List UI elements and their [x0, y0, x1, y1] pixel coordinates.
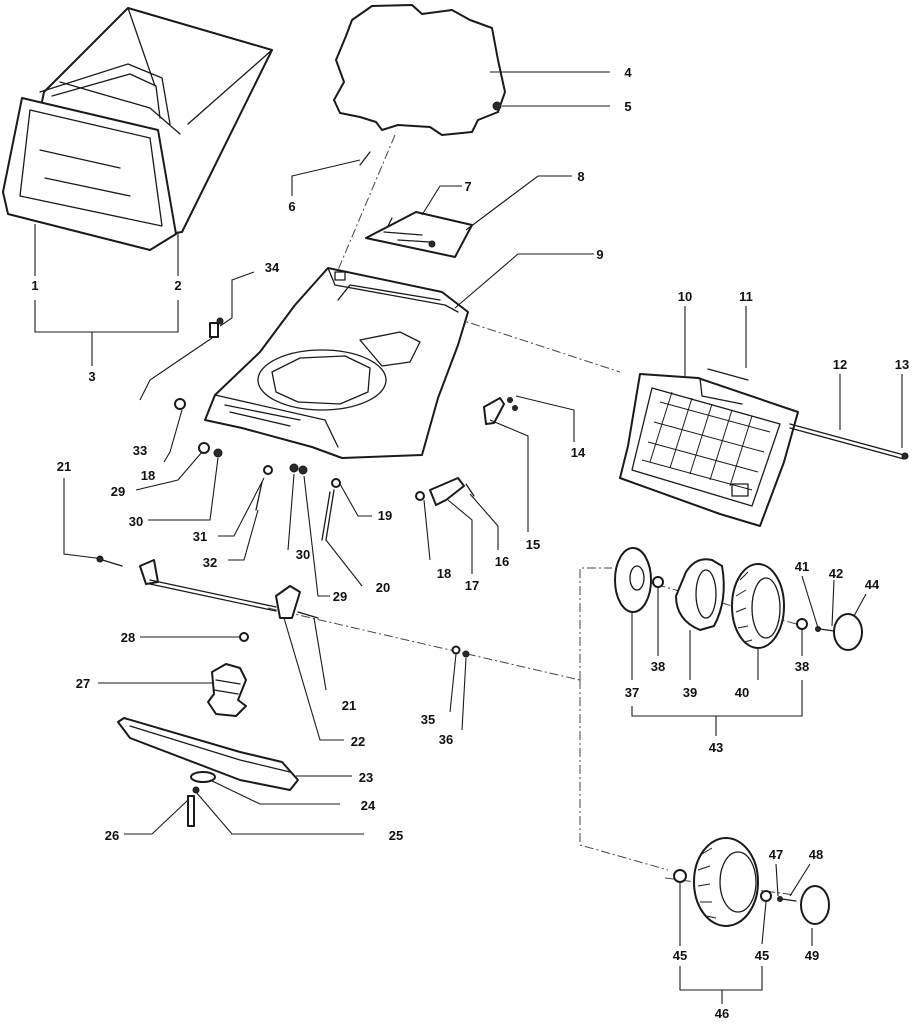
callout-6: 6 — [288, 199, 295, 214]
callout-9: 9 — [596, 247, 603, 262]
callout-41: 41 — [795, 559, 809, 574]
callout-40: 40 — [735, 685, 749, 700]
callout-45b: 45 — [755, 948, 769, 963]
callout-27: 27 — [76, 676, 90, 691]
callout-49: 49 — [805, 948, 819, 963]
callout-19: 19 — [378, 508, 392, 523]
callout-26: 26 — [105, 828, 119, 843]
callout-45a: 45 — [673, 948, 687, 963]
callout-5: 5 — [624, 99, 631, 114]
callout-21a: 21 — [57, 459, 71, 474]
callout-11: 11 — [739, 289, 753, 304]
callout-44: 44 — [865, 577, 880, 592]
callout-46: 46 — [715, 1006, 729, 1021]
callout-36: 36 — [439, 732, 453, 747]
callout-37: 37 — [625, 685, 639, 700]
bag-frame — [2, 63, 177, 251]
rear-flap — [619, 368, 909, 527]
callout-28: 28 — [121, 630, 135, 645]
callout-18a: 18 — [437, 566, 451, 581]
front-wheel — [614, 547, 863, 651]
callout-1: 1 — [31, 278, 38, 293]
callout-30b: 30 — [296, 547, 310, 562]
callout-22: 22 — [351, 734, 365, 749]
callout-23: 23 — [359, 770, 373, 785]
engine — [333, 4, 506, 136]
callout-8: 8 — [577, 169, 584, 184]
callout-29b: 29 — [333, 589, 347, 604]
small-parts-top — [359, 151, 473, 258]
mower-deck — [204, 267, 469, 459]
callout-35: 35 — [421, 712, 435, 727]
callout-12: 12 — [833, 357, 847, 372]
callout-15: 15 — [526, 537, 540, 552]
callout-32: 32 — [203, 555, 217, 570]
leader-lines — [34, 71, 903, 1004]
callout-4: 4 — [624, 65, 632, 80]
callout-47: 47 — [769, 847, 783, 862]
callout-38b: 38 — [795, 659, 809, 674]
callout-17: 17 — [465, 578, 479, 593]
callout-18b: 18 — [141, 468, 155, 483]
callout-21b: 21 — [342, 698, 356, 713]
callout-34: 34 — [265, 260, 280, 275]
callout-30a: 30 — [129, 514, 143, 529]
callout-2: 2 — [174, 278, 181, 293]
callout-48: 48 — [809, 847, 823, 862]
callout-13: 13 — [895, 357, 909, 372]
callout-20: 20 — [376, 580, 390, 595]
rear-wheel — [673, 837, 830, 927]
axle-assembly — [95, 555, 470, 827]
callout-3: 3 — [88, 369, 95, 384]
callout-14: 14 — [571, 445, 586, 460]
callout-31: 31 — [193, 529, 207, 544]
callout-43: 43 — [709, 740, 723, 755]
callout-24: 24 — [361, 798, 376, 813]
callout-10: 10 — [678, 289, 692, 304]
callout-33: 33 — [133, 443, 147, 458]
callout-labels: 1 2 3 4 5 6 7 8 9 10 11 12 13 14 15 16 1… — [31, 65, 909, 1021]
callout-16: 16 — [495, 554, 509, 569]
callout-38a: 38 — [651, 659, 665, 674]
callout-7: 7 — [464, 179, 471, 194]
callout-39: 39 — [683, 685, 697, 700]
callout-25: 25 — [389, 828, 403, 843]
callout-42: 42 — [829, 566, 843, 581]
small-parts-mid — [174, 317, 518, 541]
callout-29a: 29 — [111, 484, 125, 499]
